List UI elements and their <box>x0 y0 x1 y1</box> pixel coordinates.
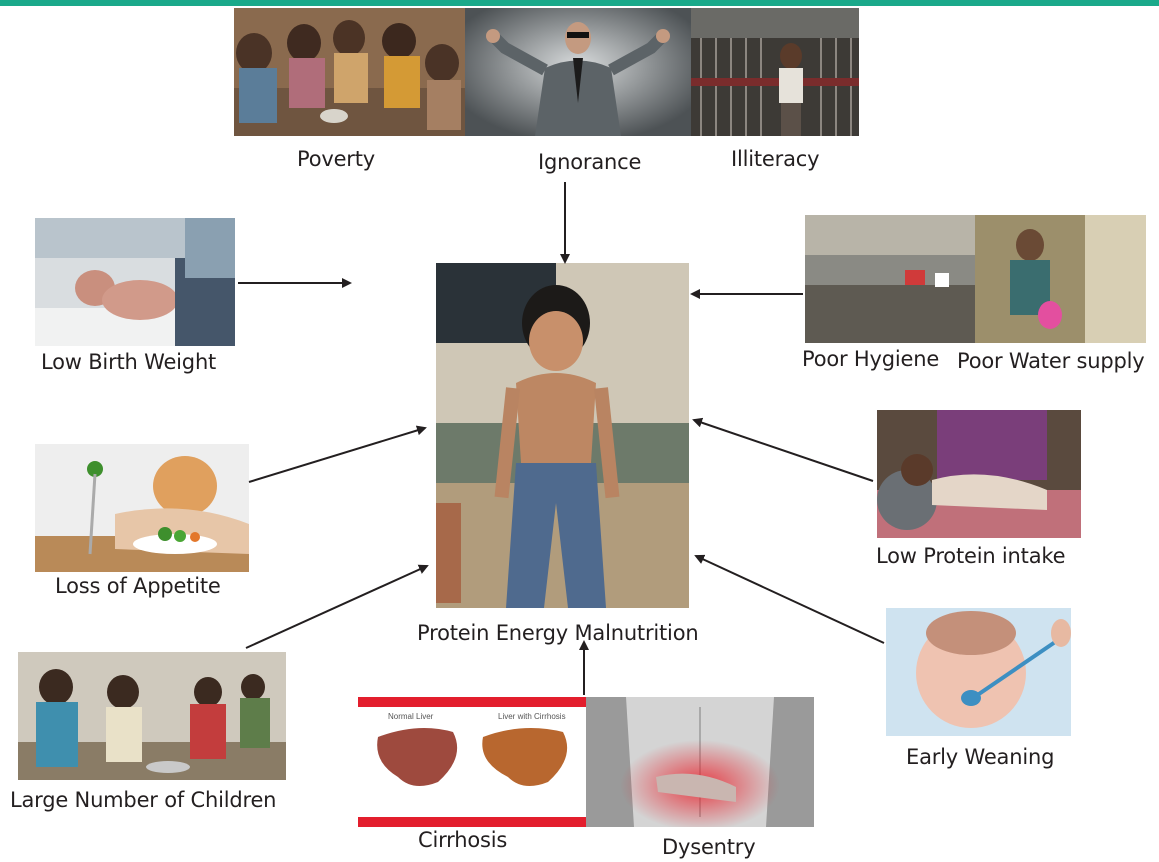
arrow-early-weaning <box>694 554 885 644</box>
loss-of-appetite-label: Loss of Appetite <box>55 574 221 598</box>
loss-of-appetite-photo <box>35 444 249 572</box>
dysentry-label: Dysentry <box>662 835 756 859</box>
illiteracy-photo <box>691 8 859 136</box>
arrow-low-protein-intake <box>692 417 874 482</box>
cirrhosis-label: Cirrhosis <box>418 828 508 852</box>
low-protein-intake-label: Low Protein intake <box>876 544 1066 568</box>
dysentry-photo <box>586 697 814 827</box>
arrow-loss-of-appetite <box>248 425 427 483</box>
malnourished-child-photo <box>436 263 689 608</box>
cirrhosis-photo: Normal Liver Liver with Cirrhosis <box>358 697 586 827</box>
large-number-of-children-label: Large Number of Children <box>10 788 277 812</box>
low-birth-weight-photo <box>35 218 235 346</box>
poor-hygiene-water-supply-photo <box>805 215 1146 343</box>
arrow-large-number-of-children <box>245 564 429 649</box>
poverty-photo <box>234 8 465 136</box>
low-birth-weight-label: Low Birth Weight <box>41 350 217 374</box>
low-protein-intake-photo <box>877 410 1081 538</box>
poor-water-supply-label: Poor Water supply <box>957 349 1145 373</box>
ignorance-photo <box>465 8 691 136</box>
illiteracy-label: Illiteracy <box>731 147 820 171</box>
poverty-label: Poverty <box>297 147 376 171</box>
early-weaning-photo <box>886 608 1071 736</box>
liver-with-cirrhosis-caption: Liver with Cirrhosis <box>498 712 566 721</box>
early-weaning-label: Early Weaning <box>906 745 1055 769</box>
poor-hygiene-label: Poor Hygiene <box>802 347 940 371</box>
large-number-of-children-photo <box>18 652 286 780</box>
top-accent-bar <box>0 0 1159 6</box>
normal-liver-caption: Normal Liver <box>388 712 434 721</box>
center-label: Protein Energy Malnutrition <box>417 621 699 645</box>
ignorance-label: Ignorance <box>538 150 642 174</box>
